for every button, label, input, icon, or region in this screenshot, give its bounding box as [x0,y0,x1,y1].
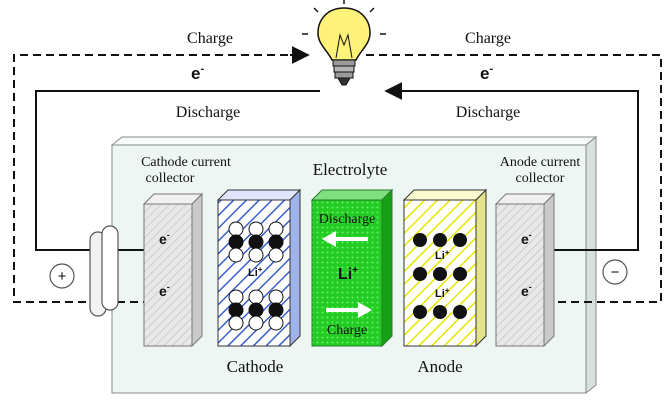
discharge-label-right: Discharge [456,104,521,121]
charge-circuit-dashed [13,54,662,311]
cathode-lattice-bottom [228,289,284,331]
anode-ion-label-bottom: Li+ [435,286,450,300]
electron-sup: - [529,230,532,240]
electron-sup: - [489,63,493,75]
cathode-collector-block [142,192,204,348]
anode-lithium-dots [413,233,467,319]
anode-label: Anode [417,357,462,376]
positive-terminal-post [89,225,119,317]
anode-electron-bottom: e- [521,282,532,299]
electron-sup: - [167,282,170,292]
anode-collector-label: Anode current [500,155,581,170]
electron-label-right: e- [480,63,493,83]
charge-label-left: Charge [187,30,233,47]
electron-label-left: e- [191,63,204,83]
cathode-lattice-top [228,221,284,263]
cathode-collector-label-2: collector [146,171,195,186]
svg-text:−: − [611,264,620,281]
electrolyte-ion-label: Li+ [338,265,358,283]
ion-sup: + [352,265,358,276]
anode-electron-top: e- [521,230,532,247]
ion-sup: + [258,265,263,274]
ion-sup: + [445,248,450,257]
cathode-collector-label: Cathode current [141,155,231,170]
cathode-electron-top: e- [159,230,170,247]
electrolyte-block [310,188,394,348]
anode-collector-block [494,192,556,348]
electrolyte-discharge-label: Discharge [319,212,376,227]
ion-sup: + [445,286,450,295]
charge-label-right: Charge [465,30,511,47]
discharge-label-left: Discharge [176,104,241,121]
cathode-ion-label: Li+ [248,265,263,279]
electrolyte-charge-label: Charge [327,323,367,338]
discharge-ion-arrow [322,231,368,247]
svg-text:+: + [58,268,67,285]
charge-ion-arrow [326,302,372,318]
electron-sup: - [200,63,204,75]
anode-collector-label-2: collector [516,171,565,186]
electron-sup: - [167,230,170,240]
cathode-label: Cathode [227,357,284,376]
electron-sup: - [529,282,532,292]
anode-ion-label-top: Li+ [435,248,450,262]
anode-block [402,188,488,348]
light-bulb-icon [302,0,386,86]
cathode-electron-bottom: e- [159,282,170,299]
minus-circle-icon: − [602,259,628,285]
electrolyte-label: Electrolyte [313,160,388,179]
plus-circle-icon: + [49,263,75,289]
